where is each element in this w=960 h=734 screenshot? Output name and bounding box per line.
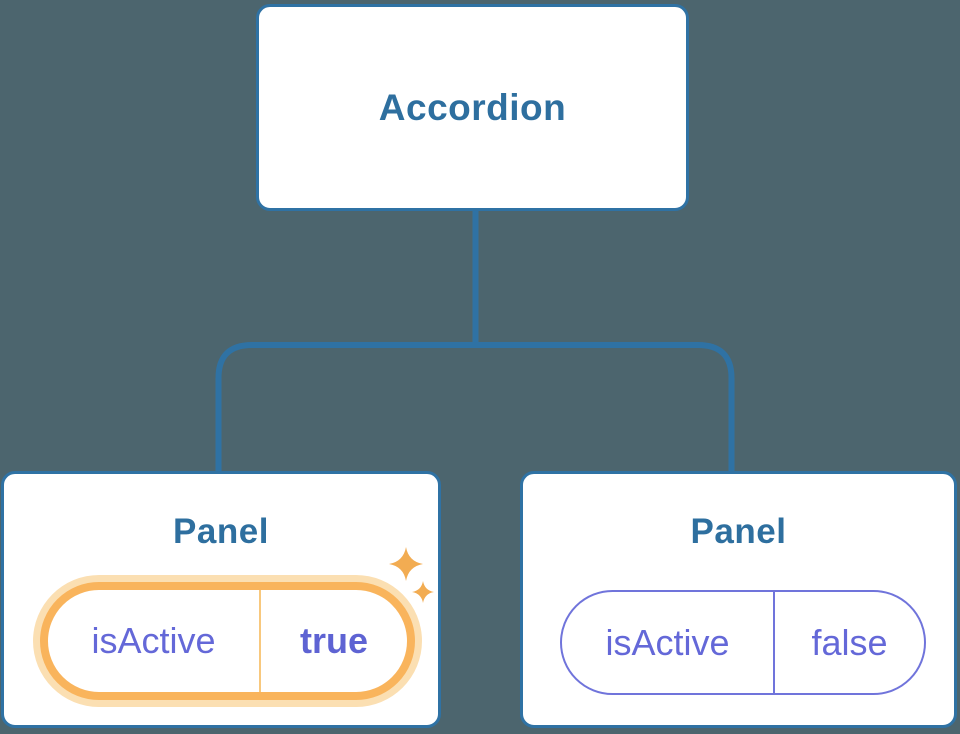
- state-name: isActive: [605, 621, 730, 663]
- state-value: false: [811, 621, 888, 663]
- accordion-node: Accordion: [256, 4, 689, 211]
- sparkle-icon: [389, 547, 423, 581]
- panel-title: Panel: [690, 512, 787, 551]
- state-pill-inactive: isActive false: [560, 590, 926, 695]
- pill-divider: [259, 590, 261, 692]
- panel-title: Panel: [173, 512, 269, 551]
- pill-divider: [773, 592, 775, 693]
- panel-node-inactive: Panel isActive false: [520, 471, 957, 728]
- accordion-node-label: Accordion: [378, 86, 567, 128]
- connector-branches: [215, 342, 735, 472]
- state-pill-active: isActive true: [40, 582, 415, 700]
- sparkle-icon: [412, 581, 434, 603]
- state-value: true: [299, 620, 368, 661]
- panel-node-active: Panel isActive true: [1, 471, 441, 728]
- state-name: isActive: [91, 620, 216, 661]
